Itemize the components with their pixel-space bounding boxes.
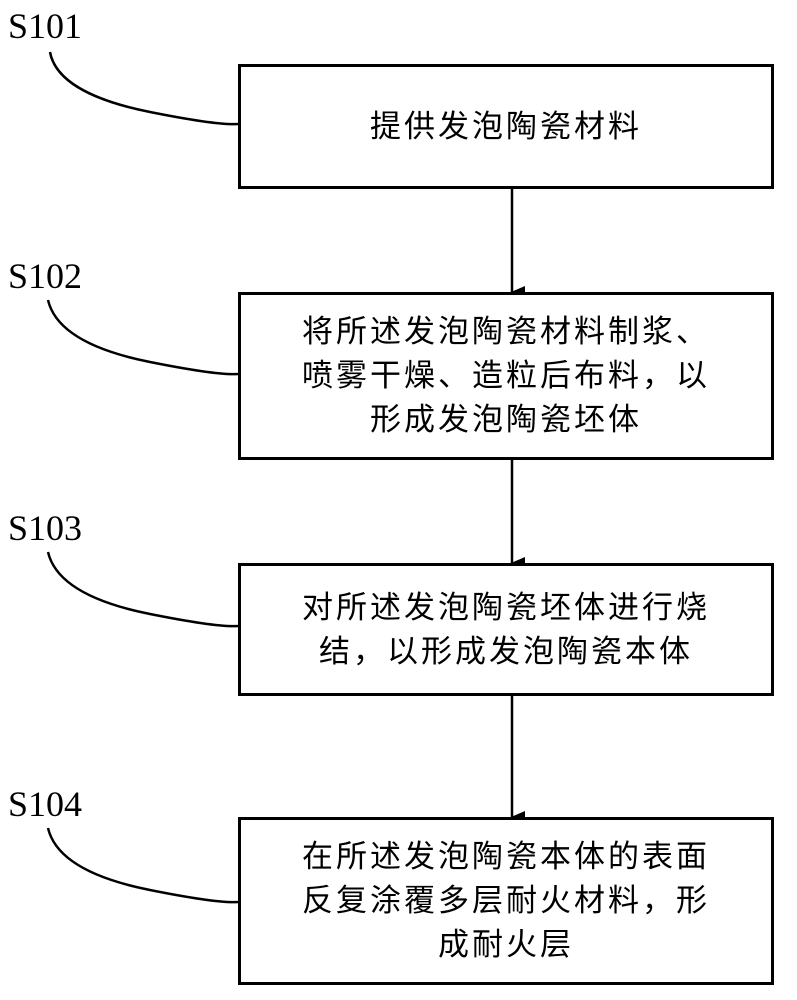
step-text-line: 反复涂覆多层耐火材料，形 [302,883,710,919]
step-box-s101: 提供发泡陶瓷材料 [238,64,774,189]
step-text-line: 喷雾干燥、造粒后布料，以 [302,358,710,394]
step-text-s103: 对所述发泡陶瓷坯体进行烧 结，以形成发泡陶瓷本体 [288,586,724,674]
step-text-s102: 将所述发泡陶瓷材料制浆、 喷雾干燥、造粒后布料，以 形成发泡陶瓷坯体 [288,310,724,442]
leader-curve-s104 [46,827,239,904]
step-box-s103: 对所述发泡陶瓷坯体进行烧 结，以形成发泡陶瓷本体 [238,563,774,696]
step-label-s102: S102 [8,256,83,296]
step-text-line: 成耐火层 [438,927,574,963]
step-text-s104: 在所述发泡陶瓷本体的表面 反复涂覆多层耐火材料，形 成耐火层 [288,835,724,967]
step-label-s103: S103 [8,508,83,548]
step-text-line: 结，以形成发泡陶瓷本体 [319,633,693,670]
step-text-line: 形成发泡陶瓷坯体 [370,402,642,438]
step-text-s101: 提供发泡陶瓷材料 [356,105,656,149]
leader-curve-s101 [48,51,239,126]
step-label-s104: S104 [8,784,83,824]
step-label-s101: S101 [8,6,83,46]
leader-curve-s103 [46,551,239,628]
step-box-s104: 在所述发泡陶瓷本体的表面 反复涂覆多层耐火材料，形 成耐火层 [238,817,774,985]
step-text-line: 将所述发泡陶瓷材料制浆、 [302,314,710,350]
step-text-line: 提供发泡陶瓷材料 [370,108,642,145]
step-box-s102: 将所述发泡陶瓷材料制浆、 喷雾干燥、造粒后布料，以 形成发泡陶瓷坯体 [238,292,774,460]
step-text-line: 对所述发泡陶瓷坯体进行烧 [302,589,710,626]
leader-curve-s102 [46,299,239,376]
step-text-line: 在所述发泡陶瓷本体的表面 [302,839,710,875]
